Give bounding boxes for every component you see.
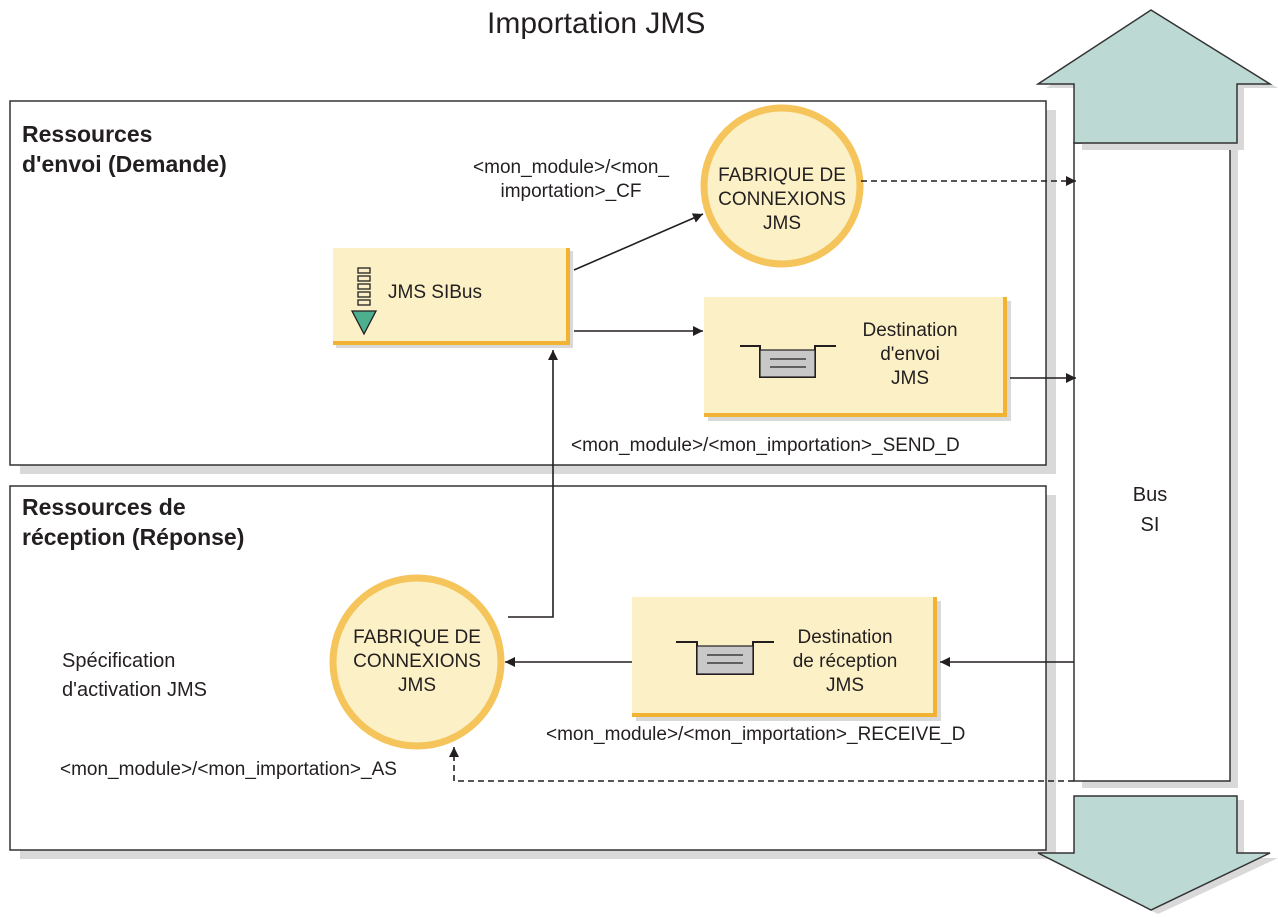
si-bus-column xyxy=(1073,142,1238,788)
send-destination-line2: d'envoi xyxy=(880,344,940,365)
send-section-heading-line1: Ressources xyxy=(22,121,153,147)
bus-label-line1: Bus xyxy=(1132,484,1168,506)
send-section-heading-line2: d'envoi (Demande) xyxy=(22,151,227,177)
send-cf-label-line3: JMS xyxy=(763,213,801,234)
send-cf-name-line1: <mon_module>/<mon_ xyxy=(473,157,669,178)
connector-sibus-to-cf xyxy=(573,213,704,271)
activation-spec-line2: d'activation JMS xyxy=(62,679,207,701)
receive-destination-box xyxy=(632,597,941,721)
send-queue-icon xyxy=(740,345,836,378)
send-destination-box xyxy=(704,297,1011,421)
jms-sibus-box xyxy=(333,248,573,348)
receive-destination-line2: de réception xyxy=(792,651,898,672)
bus-up-arrow-shape xyxy=(1035,9,1273,144)
receive-destination-line1: Destination xyxy=(797,627,893,648)
activation-spec-line1: Spécification xyxy=(62,650,176,672)
receive-queue-icon xyxy=(676,641,774,675)
connector-bus-to-activation-spec xyxy=(449,747,1074,782)
send-cf-label-line2: CONNEXIONS xyxy=(718,189,846,210)
send-destination-line1: Destination xyxy=(862,320,958,341)
bus-label-line2: SI xyxy=(1140,514,1160,536)
receive-section-heading-line1: Ressources de xyxy=(22,494,186,520)
activation-spec-name: <mon_module>/<mon_importation>_AS xyxy=(60,759,397,780)
connector-cf-to-sibus xyxy=(508,350,558,618)
receive-cf-label-line2: CONNEXIONS xyxy=(353,651,481,672)
sibus-label: JMS SIBus xyxy=(388,282,482,303)
send-cf-label-line1: FABRIQUE DE xyxy=(718,165,846,186)
receive-section-heading-line2: réception (Réponse) xyxy=(22,524,245,550)
receive-cf-label-line1: FABRIQUE DE xyxy=(353,627,481,648)
bus-down-arrow xyxy=(1037,795,1271,911)
send-destination-name: <mon_module>/<mon_importation>_SEND_D xyxy=(571,435,960,456)
send-connection-factory-circle xyxy=(700,104,864,268)
sibus-icon xyxy=(350,267,378,336)
receive-connection-factory-circle xyxy=(329,574,505,750)
receive-destination-line3: JMS xyxy=(826,675,864,696)
receive-cf-label-line3: JMS xyxy=(398,675,436,696)
send-destination-line3: JMS xyxy=(891,368,929,389)
diagram-title: Importation JMS xyxy=(487,7,706,40)
send-cf-name-line2: importation>_CF xyxy=(500,181,642,202)
receive-destination-name: <mon_module>/<mon_importation>_RECEIVE_D xyxy=(546,724,966,745)
